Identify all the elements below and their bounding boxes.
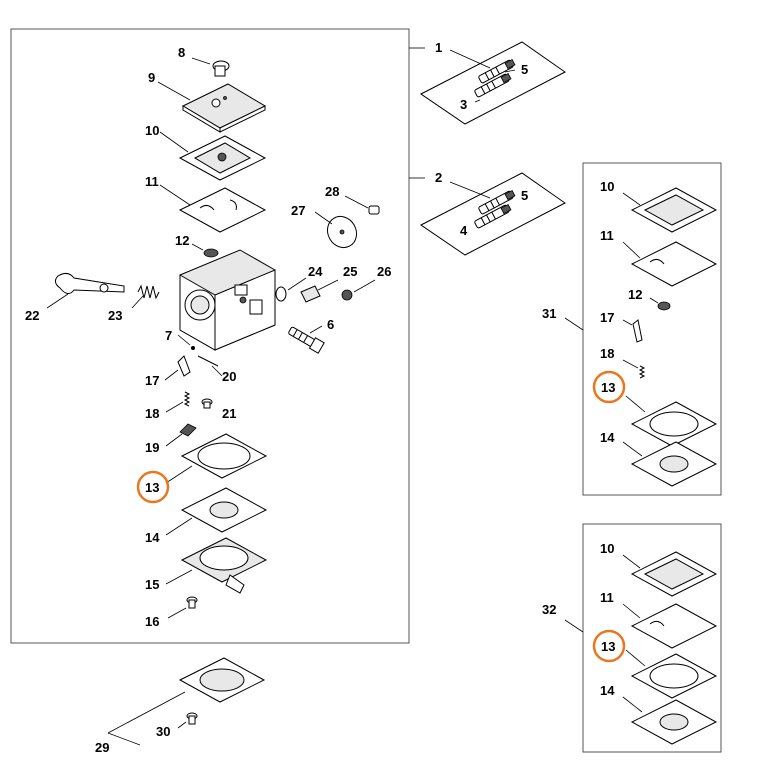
label-28: 28 [325,184,339,199]
part-23-spring [131,284,160,309]
label-13: 13 [145,480,159,495]
label-19: 19 [145,440,159,455]
label-7: 7 [165,328,172,343]
part-18-spring [165,391,191,413]
label-kit31-11: 11 [600,228,614,243]
part-17-needle [164,355,191,381]
label-29: 29 [95,740,109,755]
label-5-kit1: 5 [521,62,528,77]
kit-31-frame [582,162,722,496]
label-kit31-13: 13 [601,380,615,395]
part-6-screw [288,325,325,354]
label-32: 32 [542,602,556,617]
label-30: 30 [156,724,170,739]
label-kit31-17: 17 [600,310,614,325]
part-7-ball [177,334,195,350]
label-21: 21 [222,406,236,421]
label-15: 15 [145,577,159,592]
label-11: 11 [145,174,159,189]
label-kit31-12: 12 [628,287,642,302]
label-31: 31 [542,306,556,321]
kit-2-panel [420,172,566,256]
label-17: 17 [145,373,159,388]
label-26: 26 [377,264,391,279]
part-24-ring [275,277,307,302]
label-1: 1 [435,40,442,55]
label-12: 12 [175,233,189,248]
label-22: 22 [25,308,39,323]
label-2: 2 [435,170,442,185]
label-kit32-11: 11 [600,590,614,605]
label-kit31-14: 14 [600,430,615,445]
label-8: 8 [178,45,185,60]
label-25: 25 [343,264,357,279]
label-16: 16 [145,614,159,629]
label-10: 10 [145,123,159,138]
part-11-plate [159,184,267,233]
part-22-shaft [46,272,125,309]
part-29-gasket [107,657,266,746]
label-9: 9 [148,70,155,85]
label-3: 3 [460,97,467,112]
label-20: 20 [222,369,236,384]
kit-32-parts [564,551,718,745]
label-18: 18 [145,406,159,421]
main-assembly-frame [10,28,410,644]
highlight-13-kit32 [592,629,626,663]
label-kit32-14: 14 [600,683,615,698]
part-8-screw [191,57,230,77]
part-27-disc [314,211,358,249]
carburetor-body [179,249,276,351]
kit-1-panel [420,41,566,125]
kit-32-frame [582,523,722,753]
label-4: 4 [460,223,468,238]
label-27: 27 [291,203,305,218]
label-23: 23 [108,308,122,323]
label-kit32-10: 10 [600,541,614,556]
label-6: 6 [327,317,334,332]
part-16-screw [167,596,198,619]
part-9-cover [157,81,267,133]
part-30-screw [177,712,198,729]
part-13-gasket [165,433,268,484]
kit-31-parts [564,187,718,487]
label-kit32-13: 13 [601,639,615,654]
part-28-screw [344,195,380,215]
label-kit31-18: 18 [600,346,614,361]
highlight-13-main [136,470,170,504]
part-10-plate [159,131,267,181]
part-19-lever [165,423,197,447]
label-24: 24 [308,264,323,279]
part-21-screw [201,398,213,409]
part-15-cover [165,537,268,594]
highlight-13-kit31 [592,370,626,404]
part-25-lever [300,279,339,303]
bracket-leaders [409,47,425,179]
part-26-nut [341,279,376,301]
part-14-diaphragm [165,487,268,536]
label-14: 14 [145,530,160,545]
label-kit31-10: 10 [600,179,614,194]
part-20-pin [197,355,223,377]
label-5-kit2: 5 [521,188,528,203]
part-12-ring [191,243,219,258]
